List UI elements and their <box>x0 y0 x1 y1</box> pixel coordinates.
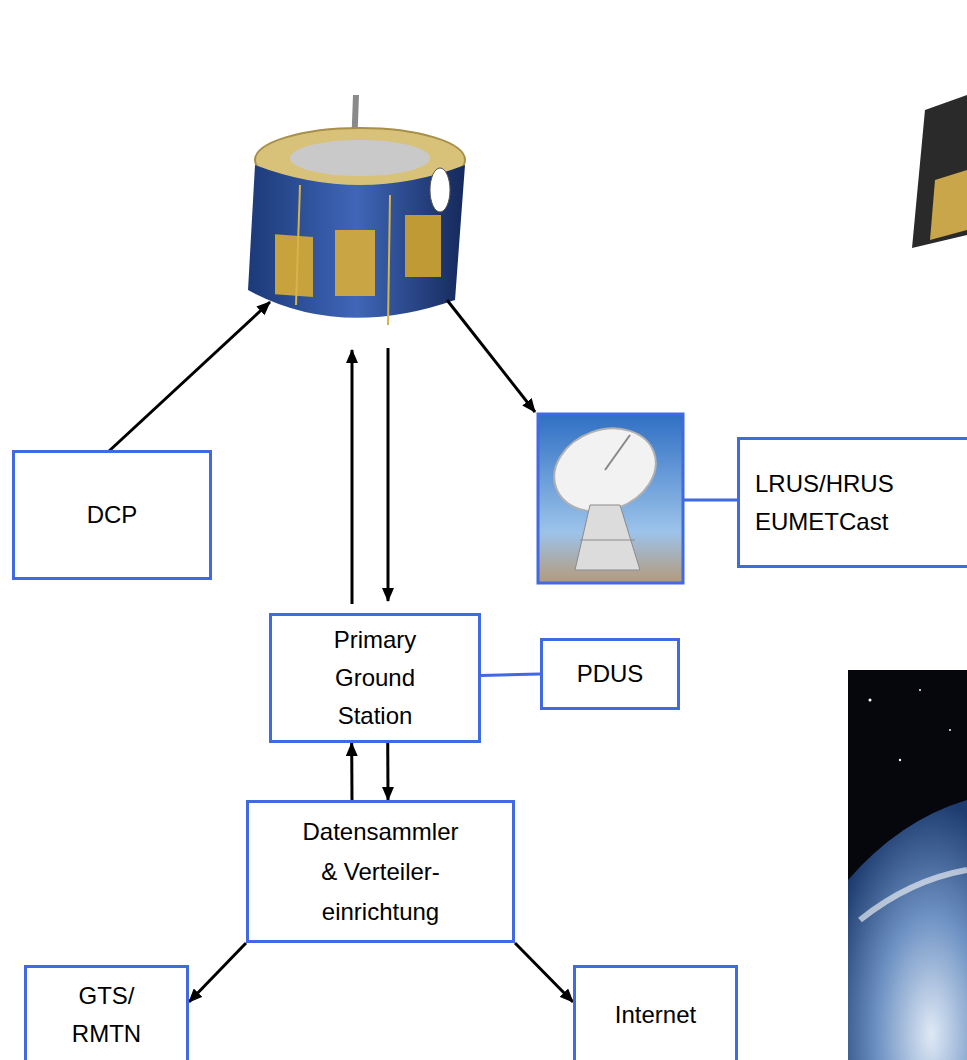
downlink-arrow <box>387 348 390 601</box>
satellite-illustration <box>912 95 967 248</box>
box-label: LRUS/HRUS EUMETCast <box>755 465 915 541</box>
flow-arrow <box>189 943 246 1002</box>
source-box: DCP <box>12 450 212 580</box>
station-box: PDUS <box>540 638 680 710</box>
box-label: GTS/ RMTN <box>67 977 147 1053</box>
downlink-arrow <box>447 300 535 412</box>
box-label: PDUS <box>577 655 644 693</box>
uplink-arrow <box>351 350 354 604</box>
box-label: Primary Ground Station <box>300 621 450 735</box>
uplink-arrow <box>108 302 270 452</box>
receiver-box: LRUS/HRUS EUMETCast <box>737 437 967 568</box>
station-box: Primary Ground Station <box>269 613 481 743</box>
flow-arrow <box>386 743 389 800</box>
process-box: Datensammler & Verteiler- einrichtung <box>246 800 515 943</box>
box-label: DCP <box>87 496 138 534</box>
network-box: GTS/ RMTN <box>24 965 189 1060</box>
link-line <box>481 674 540 675</box>
box-label: Datensammler & Verteiler- einrichtung <box>295 812 467 932</box>
dish-photo <box>538 414 683 583</box>
earth-photo <box>848 670 967 1060</box>
link-line <box>684 499 738 502</box>
flow-arrow <box>350 743 353 800</box>
flow-arrow <box>515 943 573 1002</box>
box-label: Internet <box>615 996 696 1034</box>
satellite-illustration <box>248 95 465 325</box>
network-box: Internet <box>573 965 738 1060</box>
